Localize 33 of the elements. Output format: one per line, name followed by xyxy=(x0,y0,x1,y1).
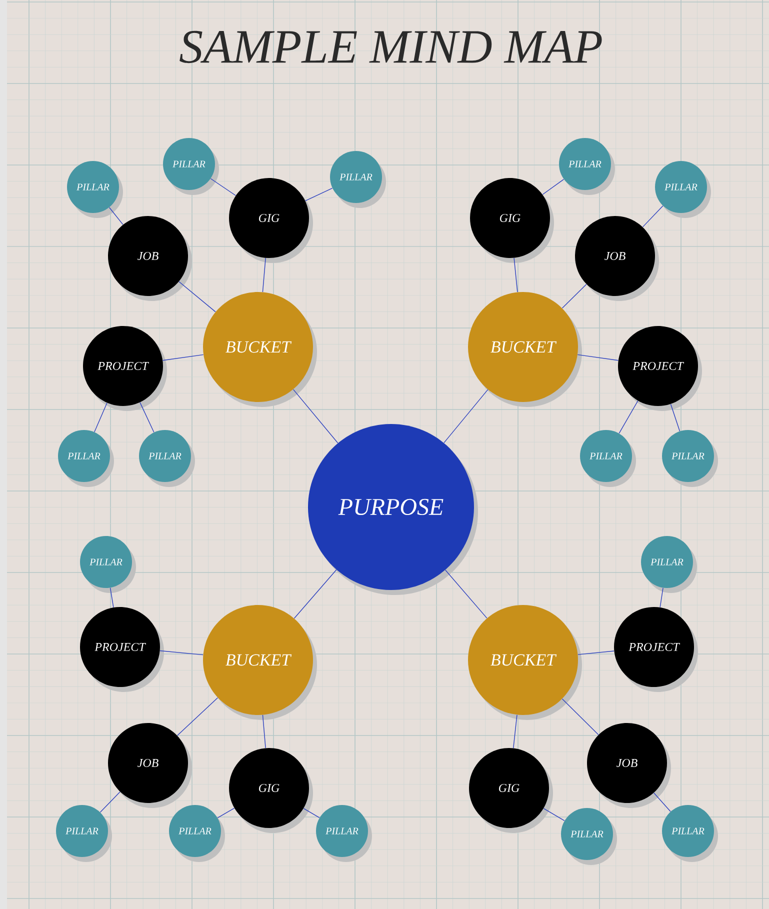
connector-line xyxy=(305,188,333,202)
title: SAMPLE MIND MAP xyxy=(180,30,602,64)
connector-line xyxy=(294,569,337,619)
connector-line xyxy=(514,258,518,292)
connector-line xyxy=(513,714,518,748)
connector-line xyxy=(110,588,114,608)
connector-line xyxy=(562,698,599,736)
connector-line xyxy=(654,792,671,812)
connector-line xyxy=(292,389,338,444)
connector-line xyxy=(543,808,565,822)
connector-line xyxy=(303,808,320,818)
connector-line xyxy=(577,354,619,361)
connector-line xyxy=(445,570,488,619)
connector-line xyxy=(262,714,266,748)
connector-line xyxy=(444,389,488,444)
connector-line xyxy=(100,792,120,813)
connector-line xyxy=(160,650,204,656)
connector-line xyxy=(178,281,216,312)
connector-line xyxy=(94,402,108,432)
connector-line xyxy=(618,400,638,434)
connector-line xyxy=(562,284,587,309)
connector-line xyxy=(542,178,564,195)
connector-line xyxy=(177,697,218,736)
connector-line xyxy=(670,404,680,432)
connector-line xyxy=(642,206,664,228)
connector-line xyxy=(210,178,236,196)
connector-line xyxy=(217,808,235,818)
connector-line xyxy=(660,588,664,608)
connector-line xyxy=(578,650,614,655)
connector-line xyxy=(162,354,204,361)
connector-line xyxy=(140,402,154,433)
connector-line xyxy=(262,258,266,292)
connector-line xyxy=(108,207,124,225)
